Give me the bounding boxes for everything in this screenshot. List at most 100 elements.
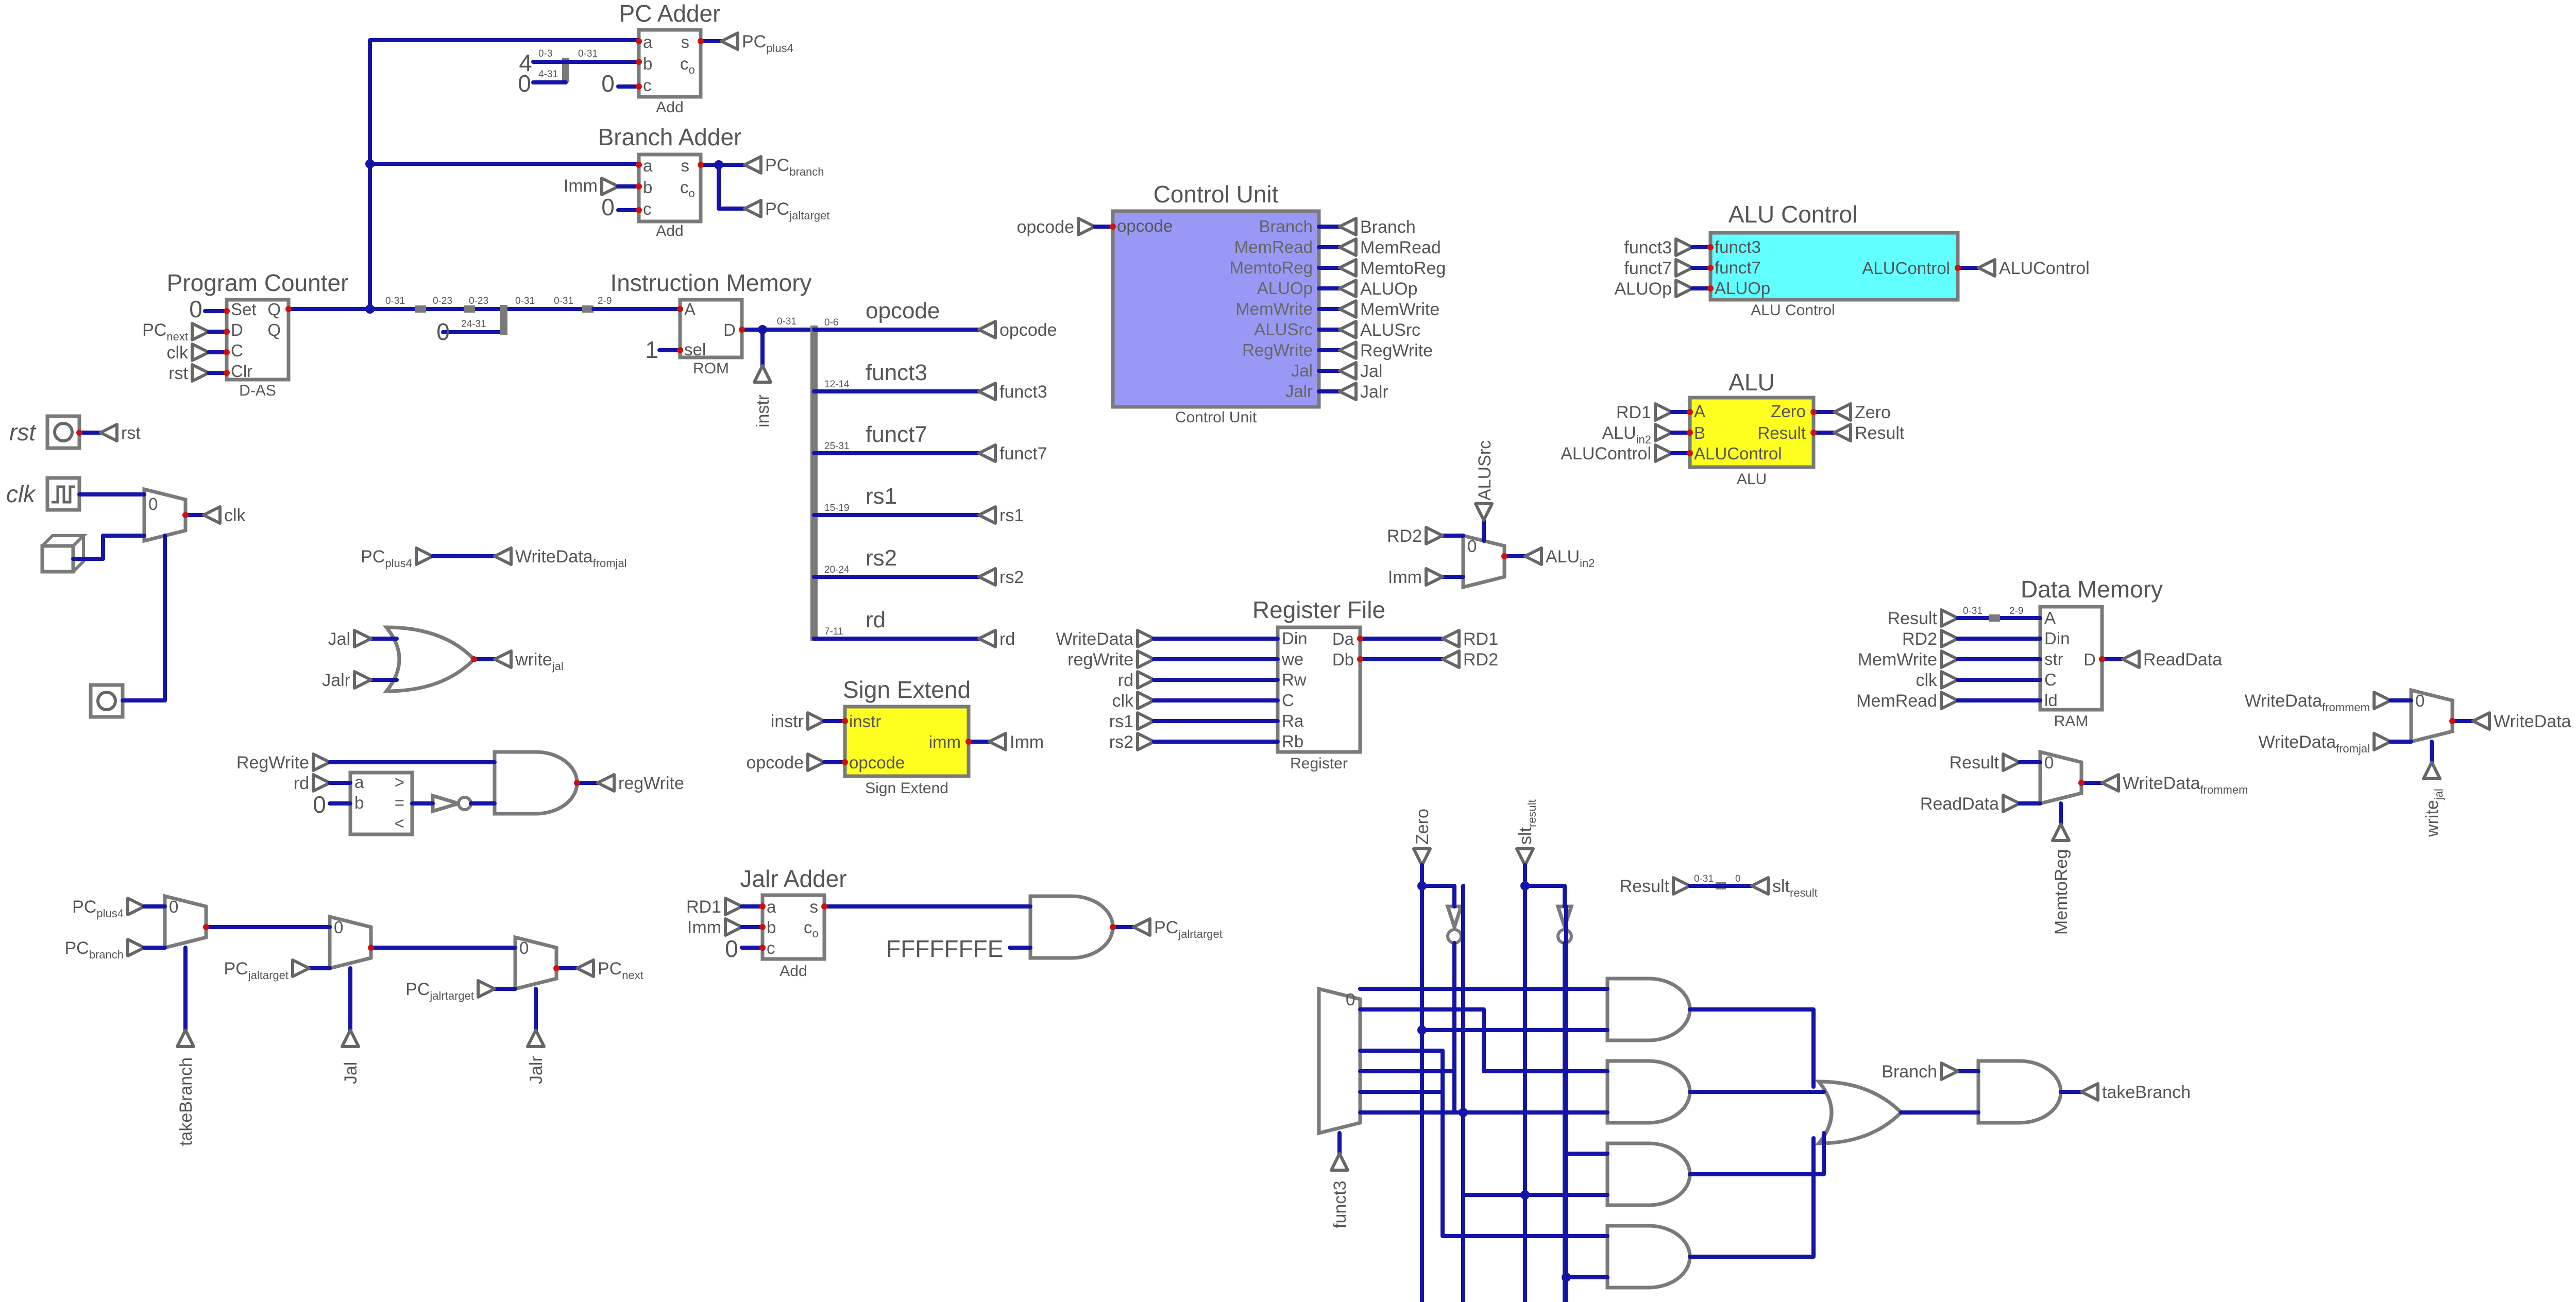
pin-dot xyxy=(1501,553,1507,559)
rst-button[interactable] xyxy=(45,414,81,450)
svg-text:>: > xyxy=(395,773,404,792)
control-unit-output: Jal xyxy=(1360,362,1382,381)
svg-text:a: a xyxy=(643,156,653,175)
pc-adder-split2: 4-31 xyxy=(538,69,558,80)
alu-control-pin: funct3 xyxy=(1715,237,1761,256)
svg-text:D: D xyxy=(231,320,243,339)
alu-src-mux[interactable]: 0 ALUSrc RD2 Imm ALUin2 xyxy=(1387,440,1595,590)
svg-text:0: 0 xyxy=(169,897,178,916)
pin-dot xyxy=(677,347,683,353)
pin-dot xyxy=(1357,656,1363,662)
svg-text:A: A xyxy=(1694,402,1705,421)
writedata-mux[interactable]: 0 WriteDatafrommem WriteDatafromjal writ… xyxy=(2245,688,2571,837)
clk-input[interactable]: clk 0 clk xyxy=(6,476,246,719)
pc-adder-const-c: 0 xyxy=(601,70,615,97)
memtoreg-mux[interactable]: 0 Result ReadData MemtoReg WriteDatafrom… xyxy=(1920,749,2248,935)
branch-adder-out1: PC xyxy=(765,156,789,175)
rst-tunnel: rst xyxy=(121,423,141,443)
rst-input[interactable]: rst rst xyxy=(9,414,141,450)
slt-split2: 0 xyxy=(1735,873,1741,884)
alu[interactable]: ALU ALU A B ALUControl Zero Result RD1 A… xyxy=(1561,369,1905,488)
data-memory-input: RD2 xyxy=(1902,629,1937,649)
pc4-writedata-link[interactable]: PCplus4 WriteDatafromjal xyxy=(361,546,627,570)
instruction-memory-title: Instruction Memory xyxy=(610,269,811,296)
pc4-link-in: PC xyxy=(361,547,385,567)
svg-text:0: 0 xyxy=(2044,753,2054,772)
instr-field-bits: 7-11 xyxy=(824,626,843,637)
pc-next-out: PC xyxy=(598,959,622,979)
pc-split-s4: 24-31 xyxy=(461,319,486,330)
svg-text:Clr: Clr xyxy=(231,362,252,381)
data-memory-pin: ld xyxy=(2044,691,2058,710)
register-file-pin: Din xyxy=(1282,629,1308,648)
pc-split-s2: 0-23 xyxy=(433,296,452,306)
sign-extend[interactable]: Sign Extend Sign Extend instr opcode imm… xyxy=(746,676,1044,797)
pc-adder[interactable]: PC Adder a b c s co Add 4 4 0 0 0-3 4-31… xyxy=(518,0,793,116)
svg-text:ALUin2: ALUin2 xyxy=(1546,547,1595,570)
pin-dot xyxy=(759,945,766,951)
instr-field-tunnel: funct7 xyxy=(999,444,1047,464)
instruction-memory[interactable]: Instruction Memory A D sel ROM 1 instr 0… xyxy=(610,269,816,427)
pin-dot xyxy=(368,945,374,951)
pin-dot xyxy=(2099,656,2105,662)
svg-text:Set: Set xyxy=(231,300,257,319)
instr-field-tunnel-icon xyxy=(977,382,997,401)
pin-dot xyxy=(636,38,642,44)
instr-field-tunnel: opcode xyxy=(999,320,1057,340)
pin-dot xyxy=(698,162,704,168)
pc-next-logic[interactable]: 0 0 0 PCplus4 PCbranch PCjaltarget PCjal… xyxy=(64,894,643,1146)
pc-jaltarget-tunnel-icon xyxy=(743,199,762,218)
branch-logic[interactable]: Zero sltresult 0 funct3 Branch take xyxy=(1317,799,2191,1302)
pin-dot xyxy=(1110,924,1116,930)
program-counter[interactable]: Program Counter Set D C Clr Q Q D-AS 0 P… xyxy=(142,269,348,399)
imm-tunnel-icon xyxy=(600,177,620,196)
clk-step-button[interactable] xyxy=(89,683,125,719)
branch-adder[interactable]: Branch Adder a b c s co Add Imm 0 PCbran… xyxy=(564,124,830,239)
branch-adder-box xyxy=(637,152,703,224)
pc-split-s1: 0-31 xyxy=(385,296,405,306)
svg-text:sel: sel xyxy=(684,340,706,359)
branch-adder-title: Branch Adder xyxy=(598,124,742,150)
instr-field-bits: 12-14 xyxy=(824,379,850,390)
jalr-adder[interactable]: Jalr Adder Add a b c s co RD1 Imm 0 FFFF… xyxy=(686,865,1223,980)
svg-text:s: s xyxy=(681,32,690,52)
instruction-memory-box xyxy=(678,298,744,359)
svg-text:0: 0 xyxy=(334,918,343,937)
regwrite-logic[interactable]: RegWrite rd 0 a b > = < regWrite xyxy=(236,750,684,836)
pc-in-clk: clk xyxy=(166,343,189,363)
control-unit-pin: Jalr xyxy=(1285,382,1313,401)
control-unit-pin: MemWrite xyxy=(1235,299,1313,318)
clk-dip-switch[interactable] xyxy=(40,544,75,574)
alu-src-mux-shape xyxy=(1461,533,1506,590)
branch-adder-in-b: Imm xyxy=(564,176,598,196)
regwrite-in2: rd xyxy=(294,774,309,793)
instr-field-label: rd xyxy=(866,607,886,632)
pin-dot xyxy=(965,739,972,745)
rst-label: rst xyxy=(9,419,37,446)
svg-text:PCbranch: PCbranch xyxy=(765,156,824,178)
svg-text:WriteDatafrommem: WriteDatafrommem xyxy=(2123,774,2248,796)
svg-text:b: b xyxy=(767,918,776,937)
control-unit[interactable]: Control Unit Control Unit opcode opcode … xyxy=(1016,181,1446,426)
pin-dot xyxy=(224,370,230,376)
svg-text:imm: imm xyxy=(929,732,961,751)
pc-const-set: 0 xyxy=(189,296,202,322)
control-unit-output: ALUOp xyxy=(1360,279,1418,299)
pin-dot xyxy=(1687,430,1693,436)
pc-plus4-tunnel-icon xyxy=(720,31,739,51)
alu-in-a: RD1 xyxy=(1616,403,1651,422)
write-jal-in1: Jal xyxy=(328,629,350,649)
pin-dot xyxy=(224,349,230,355)
memtoreg-in1: Result xyxy=(1950,753,1999,773)
instr-field-label: funct3 xyxy=(866,360,927,385)
slt-extract[interactable]: Result 0-31 0 sltresult xyxy=(1620,873,1818,899)
svg-text:ALUin2: ALUin2 xyxy=(1602,423,1652,446)
instr-field-label: opcode xyxy=(866,298,940,323)
alu-control-output: ALUControl xyxy=(1999,259,2090,278)
pin-dot xyxy=(1810,409,1817,415)
write-jal-or-gate[interactable]: Jal Jalr writejal xyxy=(322,625,564,693)
